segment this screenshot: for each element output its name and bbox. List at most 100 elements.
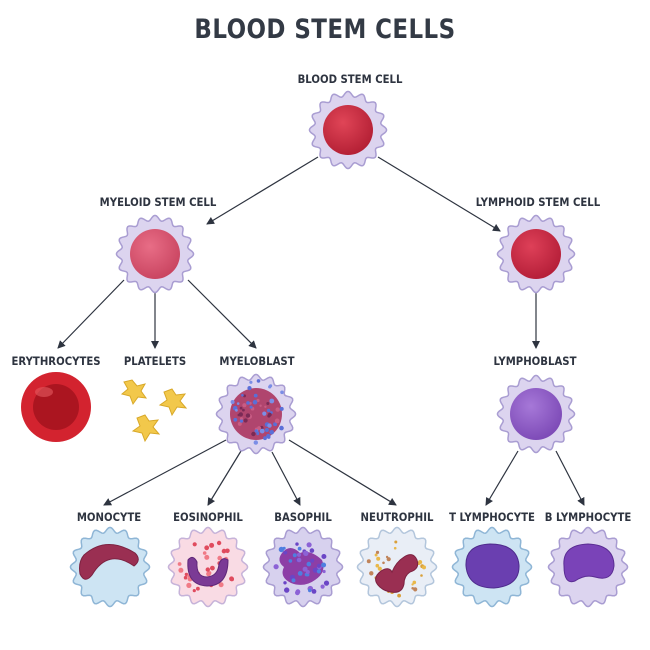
- granule: [269, 430, 275, 435]
- granule: [266, 408, 271, 413]
- granule: [309, 548, 315, 553]
- granule: [252, 399, 258, 405]
- platelets-cluster: [120, 379, 188, 443]
- b-lymphocyte-cell: [547, 526, 629, 608]
- granule: [204, 554, 210, 560]
- granule: [177, 562, 182, 566]
- label-eosinophil: EOSINOPHIL: [173, 510, 243, 524]
- granule: [235, 408, 238, 412]
- label-lymphoblast: LYMPHOBLAST: [493, 354, 577, 368]
- erythrocyte-cell: [21, 372, 91, 442]
- label-monocyte: MONOCYTE: [76, 510, 142, 524]
- monocyte-nucleus: [79, 544, 139, 580]
- granule: [273, 423, 277, 427]
- granule: [320, 584, 325, 589]
- granule: [266, 435, 271, 439]
- granule: [242, 403, 247, 408]
- arrow-myeloblast-to-basophil: [271, 451, 301, 506]
- granule: [243, 418, 248, 423]
- monocyte-cell: [69, 526, 151, 608]
- granule: [236, 402, 240, 405]
- basophil-granules: [273, 542, 330, 596]
- granule: [266, 402, 270, 405]
- granule: [397, 593, 401, 598]
- granule: [233, 417, 238, 422]
- granule: [296, 552, 302, 557]
- granule: [288, 559, 293, 563]
- granule: [269, 384, 273, 388]
- arrow-lymphoblast-to-t-lymphocyte: [485, 450, 519, 506]
- label-blood-stem-cell: BLOOD STEM CELL: [297, 72, 403, 86]
- granule: [216, 540, 222, 546]
- granule: [259, 428, 265, 434]
- label-myeloid-stem-cell: MYELOID STEM CELL: [99, 195, 217, 209]
- myeloid-stem-cell: [115, 214, 195, 294]
- granule: [377, 566, 382, 571]
- granule: [230, 400, 235, 404]
- granule: [192, 542, 197, 547]
- granule: [263, 436, 267, 441]
- granule: [278, 546, 285, 553]
- granule: [246, 401, 250, 405]
- granule: [292, 553, 297, 558]
- label-basophil: BASOPHIL: [274, 510, 332, 524]
- granule: [386, 557, 391, 562]
- label-b-lymphocyte: B LYMPHOCYTE: [544, 510, 632, 524]
- granule: [210, 565, 215, 571]
- granule: [225, 548, 230, 554]
- granule: [376, 556, 381, 561]
- granule: [394, 540, 398, 544]
- granule: [306, 542, 312, 548]
- granule: [217, 555, 222, 561]
- neutrophil-nucleus: [375, 554, 419, 593]
- granule: [218, 582, 224, 588]
- granule: [311, 589, 317, 594]
- platelet-3: [131, 414, 161, 443]
- t-lymphocyte-nucleus: [465, 543, 520, 589]
- granule: [256, 398, 260, 403]
- eosinophil-nucleus: [187, 556, 229, 587]
- granule: [279, 425, 284, 431]
- granule: [321, 562, 327, 568]
- lymphoid-stem-cell: [496, 214, 576, 294]
- granule: [247, 386, 252, 391]
- granule: [296, 557, 302, 563]
- granule: [242, 408, 245, 412]
- granule: [291, 578, 296, 583]
- granule: [306, 561, 312, 567]
- granule: [279, 406, 284, 411]
- granule: [420, 574, 423, 577]
- granule: [310, 558, 315, 563]
- label-neutrophil: NEUTROPHIL: [360, 510, 434, 524]
- granule: [322, 569, 326, 574]
- granule: [240, 417, 243, 421]
- arrow-blood-stem-cell-to-myeloid-stem-cell: [206, 156, 319, 225]
- granule: [312, 567, 318, 573]
- eosinophil-cell: [167, 526, 249, 608]
- granule: [237, 421, 242, 426]
- granule: [249, 405, 253, 409]
- granule: [238, 412, 243, 417]
- granule: [275, 407, 280, 412]
- b-lymphocyte-nucleus: [563, 543, 615, 583]
- arrow-blood-stem-cell-to-lymphoid-stem-cell: [377, 156, 501, 232]
- platelet-2: [158, 388, 188, 417]
- granule: [249, 380, 253, 384]
- granule: [297, 546, 302, 551]
- granule: [262, 411, 267, 416]
- granule: [259, 404, 262, 407]
- granule: [369, 571, 374, 576]
- granule: [411, 583, 414, 586]
- granule: [243, 394, 246, 398]
- granule: [183, 575, 188, 580]
- granule: [254, 429, 258, 433]
- granule: [283, 581, 287, 585]
- granule: [230, 577, 234, 582]
- granule: [192, 589, 196, 593]
- platelet-1: [120, 379, 148, 406]
- granule: [264, 405, 267, 408]
- myeloblast-cell: [215, 373, 297, 455]
- arrow-myeloid-stem-cell-to-erythrocytes: [57, 279, 125, 349]
- granule: [256, 379, 261, 383]
- granule: [273, 564, 279, 570]
